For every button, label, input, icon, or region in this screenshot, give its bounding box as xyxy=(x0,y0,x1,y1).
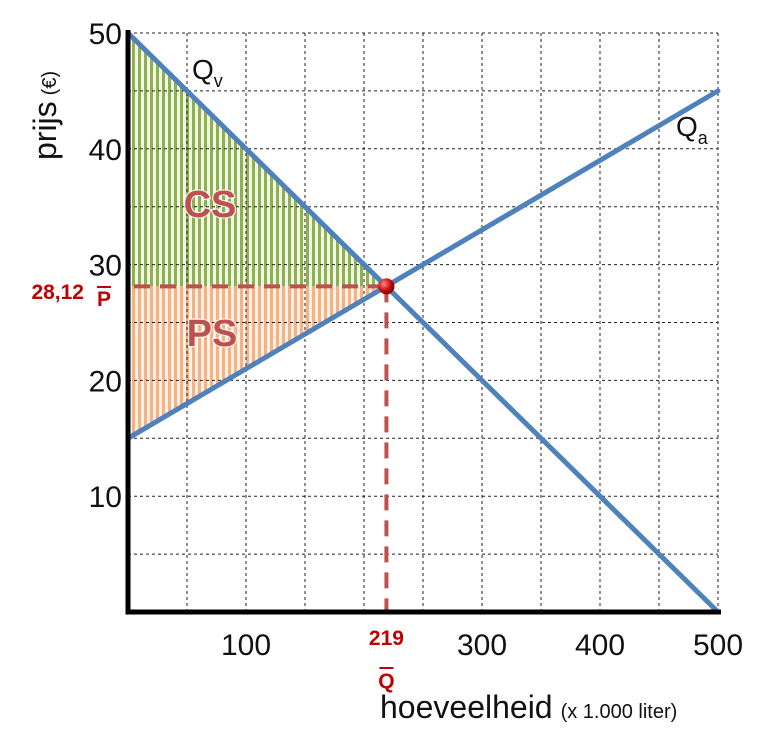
y-tick-label: 40 xyxy=(89,134,122,167)
y-axis-unit: (€) xyxy=(39,71,61,95)
x-tick-label: 400 xyxy=(575,629,625,662)
cs-area-label: CS xyxy=(184,184,237,226)
equilibrium-guides xyxy=(134,284,389,612)
x-axis-title: hoeveelheid (x 1.000 liter) xyxy=(380,689,677,725)
equilibrium-quantity-symbol: Q xyxy=(378,670,394,693)
y-tick-label: 50 xyxy=(89,18,122,51)
supply-curve-subscript: a xyxy=(698,128,709,148)
curves xyxy=(125,30,721,615)
supply-curve-label: Qa xyxy=(676,111,709,148)
supply-curve-name: Q xyxy=(676,111,698,142)
axes xyxy=(125,30,721,615)
y-axis-label: prijs xyxy=(27,101,63,160)
y-tick-label: 30 xyxy=(89,250,122,283)
demand-curve-name: Q xyxy=(192,54,214,85)
y-tick-labels: 10 20 30 40 50 xyxy=(89,18,122,514)
y-tick-label: 20 xyxy=(89,365,122,398)
equilibrium-quantity-label: 219 xyxy=(369,627,404,650)
svg-text:Qv: Qv xyxy=(192,54,223,91)
x-axis-label: hoeveelheid xyxy=(380,689,553,725)
x-tick-label: 300 xyxy=(457,629,507,662)
ps-area-label: PS xyxy=(187,313,238,355)
x-tick-label: 100 xyxy=(221,629,271,662)
equilibrium-price-symbol: P xyxy=(97,288,111,311)
x-axis-unit: (x 1.000 liter) xyxy=(561,701,678,723)
equilibrium-point xyxy=(378,278,395,295)
demand-curve-qv xyxy=(125,30,721,615)
equilibrium-price-label: 28,12 xyxy=(31,281,84,304)
x-tick-label: 500 xyxy=(693,629,743,662)
y-axis-title: prijs (€) xyxy=(27,71,63,160)
demand-curve-subscript: v xyxy=(214,71,223,91)
surplus-areas xyxy=(128,33,387,439)
supply-curve-qa xyxy=(125,88,721,441)
svg-text:Qa: Qa xyxy=(676,111,709,148)
x-tick-labels: 100 300 400 500 xyxy=(221,629,743,662)
y-tick-label: 10 xyxy=(89,481,122,514)
demand-curve-label: Qv xyxy=(192,54,223,91)
